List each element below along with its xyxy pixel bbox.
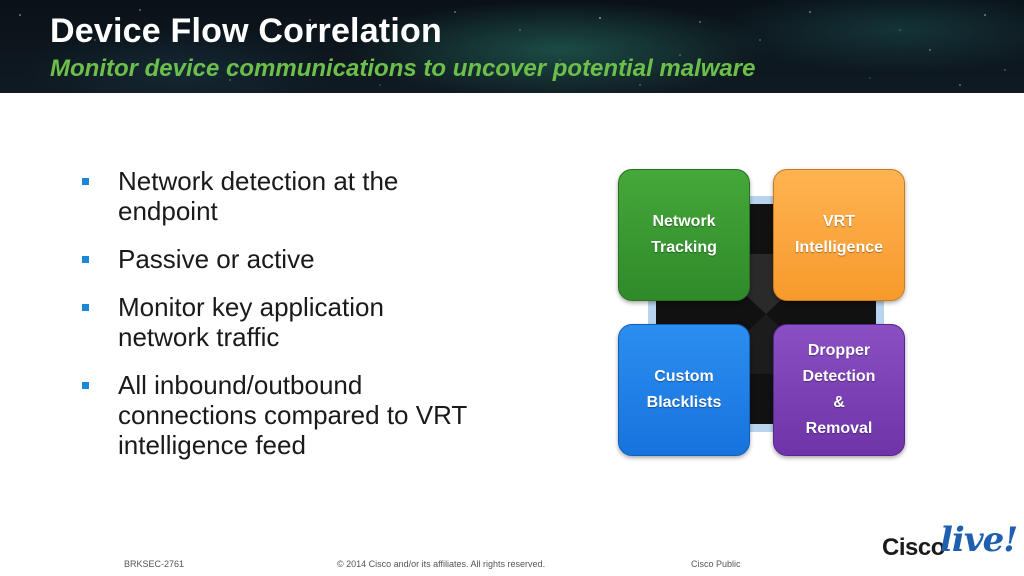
tile-custom-blacklists: Custom Blacklists [618, 324, 750, 456]
tile-dropper-detection: Dropper Detection & Removal [773, 324, 905, 456]
bullet-text: Network detection at the endpoint [118, 166, 399, 226]
bullet-square-icon [82, 304, 89, 311]
tile-network-tracking: Network Tracking [618, 169, 750, 301]
tile-label: Network Tracking [651, 213, 717, 256]
tile-label: VRT Intelligence [794, 213, 884, 256]
bullet-item: Passive or active [78, 244, 478, 274]
bullet-text: All inbound/outbound connections compare… [118, 370, 467, 460]
bullet-square-icon [82, 178, 89, 185]
bullet-text: Monitor key application network traffic [118, 292, 384, 352]
starfield-background [19, 9, 1006, 86]
tile-label: Dropper Detection & Removal [802, 342, 876, 437]
bullet-list: Network detection at the endpoint Passiv… [78, 166, 478, 478]
bullet-item: All inbound/outbound connections compare… [78, 370, 478, 460]
footer-classification: Cisco Public [691, 559, 741, 569]
tile-vrt-intelligence: VRT Intelligence [773, 169, 905, 301]
footer-session-id: BRKSEC-2761 [124, 559, 185, 569]
bullet-square-icon [82, 256, 89, 263]
logo-brand: Cisco [882, 534, 945, 561]
tile-label: Custom Blacklists [646, 368, 722, 411]
bullet-square-icon [82, 382, 89, 389]
slide-title: Device Flow Correlation [50, 12, 442, 50]
cisco-live-logo: Cisco live! [880, 516, 1018, 561]
slide-subtitle: Monitor device communications to uncover… [50, 55, 756, 82]
footer-copyright: © 2014 Cisco and/or its affiliates. All … [337, 559, 546, 569]
four-tile-diagram: Network Tracking VRT Intelligence Custom… [612, 164, 912, 464]
logo-event: live! [940, 520, 1018, 560]
bullet-item: Monitor key application network traffic [78, 292, 478, 352]
bullet-item: Network detection at the endpoint [78, 166, 478, 226]
bullet-text: Passive or active [118, 244, 315, 274]
header-banner: Device Flow Correlation Monitor device c… [0, 0, 1024, 93]
